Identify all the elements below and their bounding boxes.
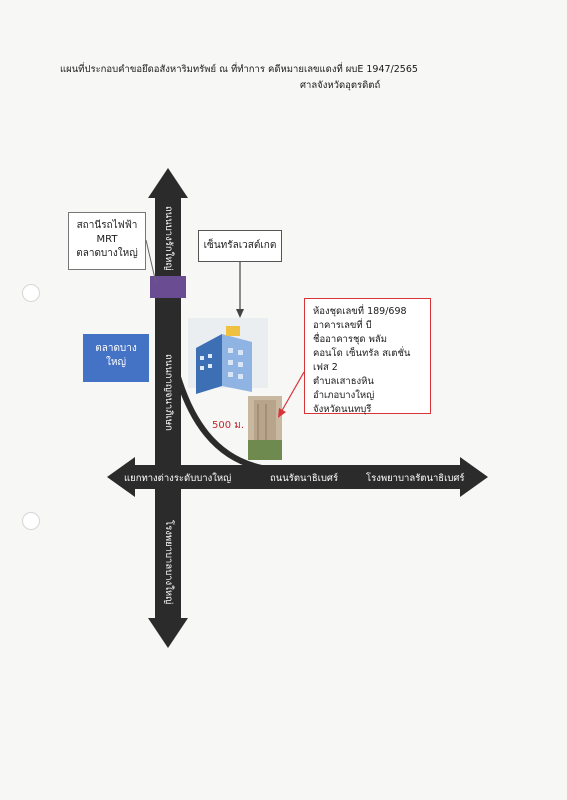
property-line: คอนโด เซ็นทรัล สเตชั่น: [313, 348, 411, 359]
mrt-station-label: สถานีรถไฟฟ้า MRT ตลาดบางใหญ่: [68, 212, 146, 270]
horizontal-road: [107, 457, 488, 497]
mrt-station-marker: [150, 276, 186, 298]
property-details: ห้องชุดเลขที่ 189/698 อาคารเลขที่ บี ชื่…: [304, 298, 431, 415]
property-line: ห้องชุดเลขที่ 189/698: [313, 306, 407, 317]
east-arrow-icon: [460, 457, 488, 497]
property-line: อำเภอบางใหญ่: [313, 390, 375, 401]
market-label: ตลาดบาง ใหญ่: [83, 334, 149, 382]
property-pointer-arrow-icon: [278, 408, 286, 418]
property-line: อาคารเลขที่ บี: [313, 320, 372, 331]
mall-label: เซ็นทรัลเวสต์เกต: [198, 230, 282, 262]
north-arrow-icon: [148, 168, 188, 198]
road-label-north: ถนนบางรักใหญ่: [163, 206, 174, 271]
court-name: ศาลจังหวัดอุตรดิตถ์: [300, 80, 381, 91]
property-line: ชื่ออาคารชุด พลัม: [313, 334, 387, 345]
road-label-east-inner: ถนนรัตนาธิเบศร์: [270, 473, 339, 484]
station-pointer: [145, 239, 157, 284]
property-line: เฟส 2: [313, 362, 338, 373]
road-label-south: โรงพยาบาลบางใหญ่: [163, 520, 174, 605]
mall-building-icon: [188, 318, 268, 394]
distance-label: 500 ม.: [212, 420, 245, 431]
market-line-1: ตลาดบาง: [95, 343, 137, 354]
mall-pointer-arrow-icon: [236, 309, 244, 318]
map-title: แผนที่ประกอบคำขอยึดอสังหาริมทรัพย์ ณ ที่…: [60, 64, 418, 75]
road-label-east-outer: โรงพยาบาลรัตนาธิเบศร์: [366, 473, 465, 484]
station-line-3: ตลาดบางใหญ่: [76, 248, 138, 259]
property-line: จังหวัดนนทบุรี: [313, 404, 372, 415]
south-arrow-icon: [148, 618, 188, 648]
property-line: ตำบลเสาธงหิน: [313, 376, 374, 387]
west-arrow-icon: [107, 457, 135, 497]
condo-photo: [248, 396, 282, 460]
connector-road: [173, 369, 263, 471]
property-pointer: [279, 371, 305, 415]
market-line-2: ใหญ่: [106, 357, 126, 368]
station-line-2: MRT: [96, 234, 118, 245]
road-label-central: ถนนกาญจนาภิเษก: [163, 354, 174, 431]
road-label-west: แยกทางต่างระดับบางใหญ่: [124, 473, 232, 484]
hole-punch-top: [22, 284, 40, 302]
vertical-road: [148, 168, 188, 648]
hole-punch-bottom: [22, 512, 40, 530]
station-line-1: สถานีรถไฟฟ้า: [76, 220, 138, 231]
